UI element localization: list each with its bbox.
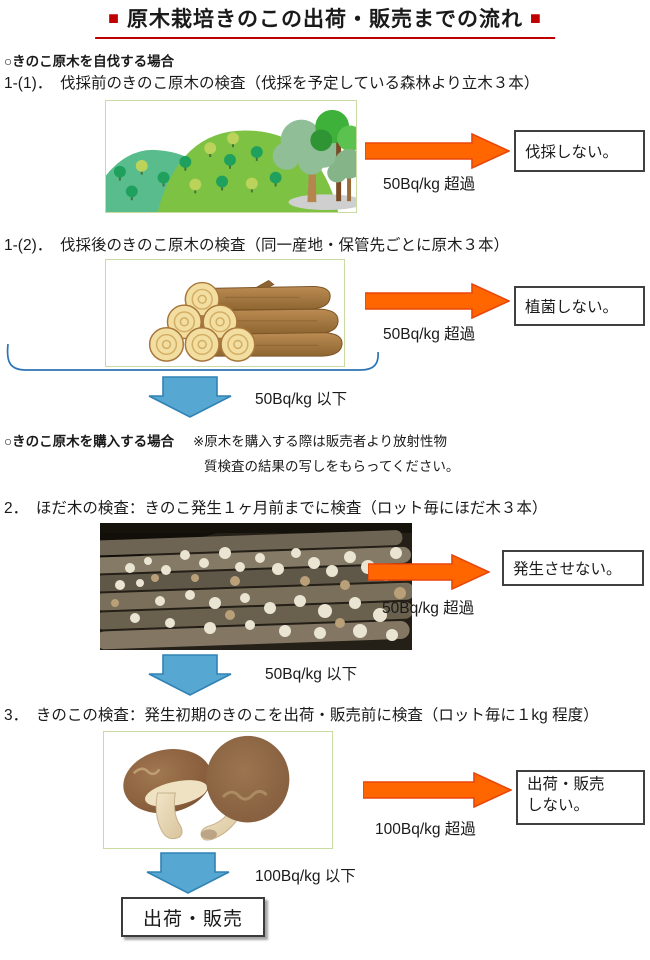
title-right-square-icon: ■ bbox=[530, 8, 542, 28]
step-3-fail-label: 100Bq/kg 超過 bbox=[375, 821, 476, 838]
purchase-note-line2: 質検査の結果の写しをもらってください。 bbox=[204, 459, 460, 474]
gather-bracket bbox=[6, 343, 379, 371]
page-title: ■ 原木栽培きのこの出荷・販売までの流れ ■ bbox=[95, 3, 555, 39]
step-1-1-heading: 1-(1)． 伐採前のきのこ原木の検査（伐採を予定している森林より立木３本） bbox=[4, 75, 540, 92]
section-heading-purchase: ○きのこ原木を購入する場合 bbox=[4, 434, 175, 449]
right-arrow-icon bbox=[363, 772, 512, 808]
step-2-pass-label: 50Bq/kg 以下 bbox=[265, 666, 358, 683]
step-1-2-result-box: 植菌しない。 bbox=[514, 286, 645, 326]
hodagi-log-stack-photo bbox=[100, 523, 412, 650]
section-heading-self-fell: ○きのこ原木を自伐する場合 bbox=[4, 54, 175, 69]
felled-logs-illustration bbox=[105, 259, 345, 367]
standing-trees-illustration bbox=[105, 100, 357, 213]
step-3-heading: 3． きのこの検査：発生初期のきのこを出荷・販売前に検査（ロット毎に１kg 程度… bbox=[4, 707, 599, 724]
step-1-1-fail-label: 50Bq/kg 超過 bbox=[383, 176, 476, 193]
down-arrow-icon bbox=[148, 654, 232, 696]
page-title-text: 原木栽培きのこの出荷・販売までの流れ bbox=[127, 8, 523, 31]
step-1-2-pass-label: 50Bq/kg 以下 bbox=[255, 391, 348, 408]
shiitake-mushrooms-illustration bbox=[103, 731, 333, 849]
title-left-square-icon: ■ bbox=[108, 8, 120, 28]
right-arrow-icon bbox=[365, 133, 510, 169]
step-2-fail-label: 50Bq/kg 超過 bbox=[382, 600, 475, 617]
step-3-result-box: 出荷・販売 しない。 bbox=[516, 770, 645, 825]
step-1-2-fail-label: 50Bq/kg 超過 bbox=[383, 326, 476, 343]
step-1-2-heading: 1-(2)． 伐採後のきのこ原木の検査（同一産地・保管先ごとに原木３本） bbox=[4, 237, 510, 254]
ship-sell-final-box: 出荷・販売 bbox=[121, 897, 265, 937]
step-3-pass-label: 100Bq/kg 以下 bbox=[255, 868, 356, 885]
down-arrow-icon bbox=[146, 852, 230, 894]
step-1-1-result-box: 伐採しない。 bbox=[514, 130, 645, 172]
down-arrow-icon bbox=[148, 376, 232, 418]
step-2-result-box: 発生させない。 bbox=[502, 550, 644, 586]
purchase-note-line1: ※原木を購入する際は販売者より放射性物 bbox=[193, 434, 448, 449]
right-arrow-icon bbox=[368, 554, 490, 590]
step-2-heading: 2． ほだ木の検査：きのこ発生１ヶ月前までに検査（ロット毎にほだ木３本） bbox=[4, 500, 548, 517]
right-arrow-icon bbox=[365, 283, 510, 319]
